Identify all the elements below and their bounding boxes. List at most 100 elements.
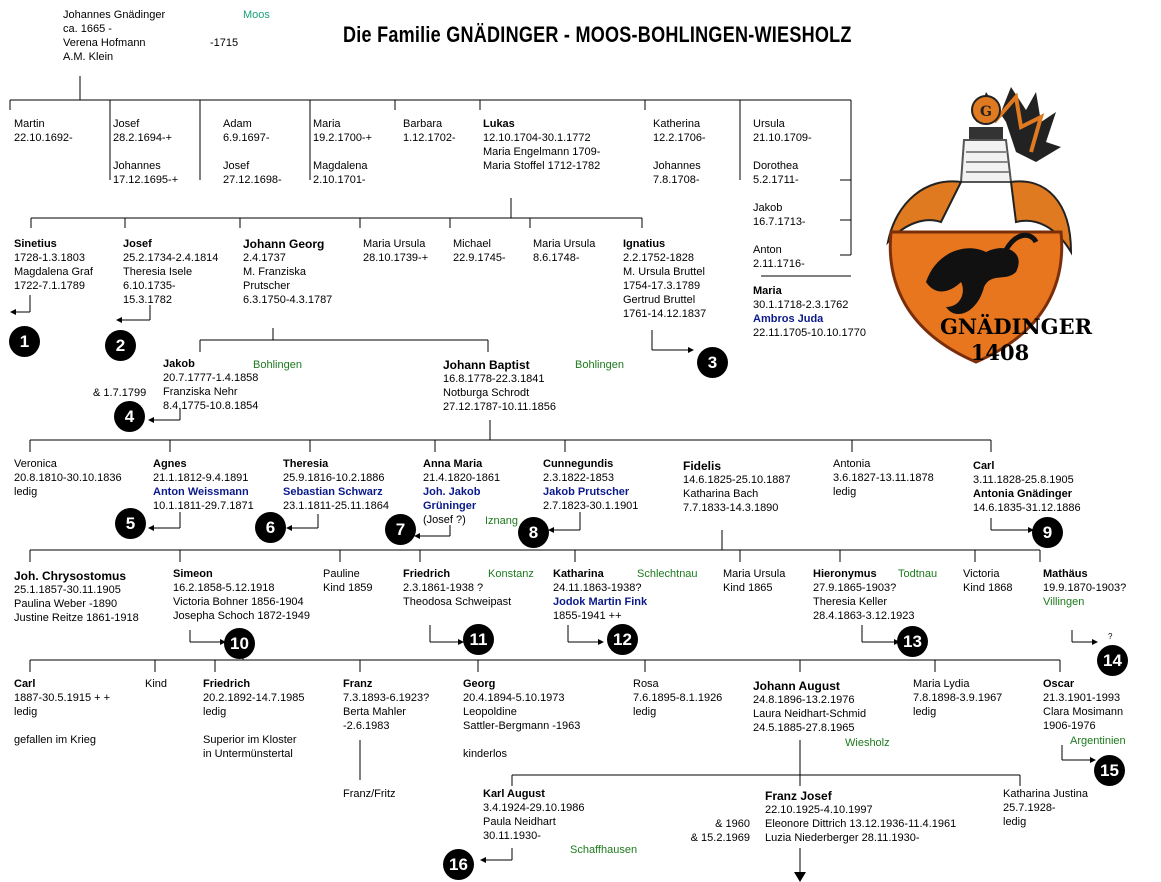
person-veronica: Veronica 20.8.1810-30.10.1836 ledig bbox=[14, 457, 122, 499]
spacer bbox=[753, 229, 812, 243]
name: Johannes bbox=[653, 160, 701, 172]
spouse: Sebastian Schwarz bbox=[283, 486, 383, 498]
badge-6: 6 bbox=[255, 512, 286, 543]
root-spouse-1: Verena Hofmann bbox=[63, 37, 146, 49]
spouse-dates: 15.3.1782 bbox=[123, 294, 172, 306]
name: Anna Maria bbox=[423, 458, 483, 470]
person-katharina-1863: Katharina 24.11.1863-1938? Jodok Martin … bbox=[553, 567, 647, 623]
spouse: Joh. Jakob bbox=[423, 486, 481, 498]
name: Georg bbox=[463, 678, 496, 690]
dates: 27.12.1698- bbox=[223, 174, 282, 186]
person-maria-lydia: Maria Lydia 7.8.1898-3.9.1967 ledig bbox=[913, 677, 1002, 719]
dates: 8.6.1748- bbox=[533, 252, 580, 264]
name: Michael bbox=[453, 238, 491, 250]
spouse: Clara Mosimann bbox=[1043, 706, 1124, 718]
name: Rosa bbox=[633, 678, 659, 690]
badge-2: 2 bbox=[105, 330, 136, 361]
badge-5: 5 bbox=[115, 508, 146, 539]
spouse: Antonia Gnädinger bbox=[973, 488, 1072, 500]
marriage-date: & 1960 bbox=[715, 818, 750, 830]
spouse: Paulina Weber -1890 bbox=[14, 598, 118, 610]
name: Franz Josef bbox=[765, 789, 832, 803]
dates: 3.11.1828-25.8.1905 bbox=[973, 474, 1074, 486]
status: ledig bbox=[14, 486, 38, 498]
dates: 21.10.1709- bbox=[753, 132, 812, 144]
dates: Kind 1865 bbox=[723, 582, 773, 594]
name: Dorothea bbox=[753, 160, 799, 172]
person-theresia: Theresia 25.9.1816-10.2.1886 Sebastian S… bbox=[283, 457, 389, 513]
dates: 28.2.1694-+ bbox=[113, 132, 173, 144]
dates: 2.2.1752-1828 bbox=[623, 252, 694, 264]
dates: 22.10.1925-4.10.1997 bbox=[765, 804, 873, 816]
name: Josef bbox=[113, 118, 140, 130]
person-ignatius: Ignatius 2.2.1752-1828 M. Ursula Bruttel… bbox=[623, 237, 706, 321]
name: Adam bbox=[223, 118, 252, 130]
spouse: Theresia Isele bbox=[123, 266, 193, 278]
name: Jakob bbox=[163, 358, 195, 370]
badge-9: 9 bbox=[1032, 517, 1063, 548]
name: Ignatius bbox=[623, 238, 666, 250]
spouse: Jakob Prutscher bbox=[543, 486, 630, 498]
dates: Kind 1868 bbox=[963, 582, 1013, 594]
person-franz-fritz: Franz/Fritz bbox=[343, 787, 396, 801]
coat-of-arms-icon: G bbox=[886, 87, 1073, 364]
note: in Untermünstertal bbox=[203, 748, 293, 760]
spouse: Ambros Juda bbox=[753, 313, 824, 325]
dates: 1.12.1702- bbox=[403, 132, 456, 144]
marriage-dates-franz-josef: & 1960 & 15.2.1969 bbox=[683, 817, 750, 845]
status: ledig bbox=[1003, 816, 1027, 828]
status: ledig bbox=[14, 706, 38, 718]
page-title: Die Familie GNÄDINGER - MOOS-BOHLINGEN-W… bbox=[343, 22, 852, 47]
name: Mathäus bbox=[1043, 568, 1088, 580]
spouse: Maria Engelmann 1709- bbox=[483, 146, 601, 158]
spouse: Eleonore Dittrich 13.12.1936-11.4.1961 bbox=[765, 818, 957, 830]
root-birth: ca. 1665 - bbox=[63, 23, 112, 35]
spacer bbox=[463, 733, 580, 747]
note: gefallen im Krieg bbox=[14, 734, 96, 746]
dates: 24.11.1863-1938? bbox=[553, 582, 642, 594]
name: Carl bbox=[973, 460, 995, 472]
spouse-dates: 14.6.1835-31.12.1886 bbox=[973, 502, 1081, 514]
person-rosa: Rosa 7.6.1895-8.1.1926 ledig bbox=[633, 677, 722, 719]
place-wiesholz: Wiesholz bbox=[845, 737, 890, 749]
name: Franz/Fritz bbox=[343, 788, 396, 800]
badge-16: 16 bbox=[443, 849, 474, 880]
person-victoria: Victoria Kind 1868 bbox=[963, 567, 1013, 595]
person-anna-maria: Anna Maria 21.4.1820-1861 Joh. Jakob Grü… bbox=[423, 457, 500, 527]
badge-3: 3 bbox=[697, 347, 728, 378]
spouse: Paula Neidhart bbox=[483, 816, 556, 828]
person-katherina-johannes: Katherina 12.2.1706- Johannes 7.8.1708- bbox=[653, 117, 706, 187]
root-couple: Johannes Gnädinger ca. 1665 - Verena Hof… bbox=[63, 8, 165, 64]
badge-4: 4 bbox=[114, 401, 145, 432]
person-michael: Michael 22.9.1745- bbox=[453, 237, 506, 265]
spouse: Theodosa Schweipast bbox=[403, 596, 512, 608]
spouse: Victoria Bohner 1856-1904 bbox=[173, 596, 304, 608]
dates: 24.8.1896-13.2.1976 bbox=[753, 694, 855, 706]
spouse-dates: 27.12.1787-10.11.1856 bbox=[443, 401, 556, 413]
person-carl-1887: Carl 1887-30.5.1915 + + ledig gefallen i… bbox=[14, 677, 110, 747]
name: Maria Ursula bbox=[533, 238, 596, 250]
spouse: Josepha Schoch 1872-1949 bbox=[173, 610, 310, 622]
place-iznang: Iznang bbox=[485, 515, 519, 527]
dates: 2.4.1737 bbox=[243, 252, 286, 264]
spouse: Notburga Schrodt bbox=[443, 387, 530, 399]
spacer bbox=[753, 271, 812, 285]
badge-11: 11 bbox=[463, 624, 494, 655]
name: Kind bbox=[145, 678, 168, 690]
dates: 5.2.1711- bbox=[753, 174, 799, 186]
person-cunnegundis: Cunnegundis 2.3.1822-1853 Jakob Prutsche… bbox=[543, 457, 638, 513]
status: ledig bbox=[833, 486, 857, 498]
spouse-dates: 8.4.1775-10.8.1854 bbox=[163, 400, 259, 412]
person-sinetius: Sinetius 1728-1.3.1803 Magdalena Graf 17… bbox=[14, 237, 93, 293]
spacer bbox=[753, 187, 812, 201]
spouse-dates: 2.7.1823-30.1.1901 bbox=[543, 500, 639, 512]
spouse-dates: 1761-14.12.1837 bbox=[623, 308, 707, 320]
person-friedrich-1861: Friedrich 2.3.1861-1938 ? Theodosa Schwe… bbox=[403, 567, 511, 609]
dates: 1887-30.5.1915 + + bbox=[14, 692, 111, 704]
name: Josef bbox=[223, 160, 250, 172]
name: Friedrich bbox=[403, 568, 451, 580]
spouse-dates: 1906-1976 bbox=[1043, 720, 1096, 732]
name: Theresia bbox=[283, 458, 329, 470]
name: Pauline bbox=[323, 568, 360, 580]
